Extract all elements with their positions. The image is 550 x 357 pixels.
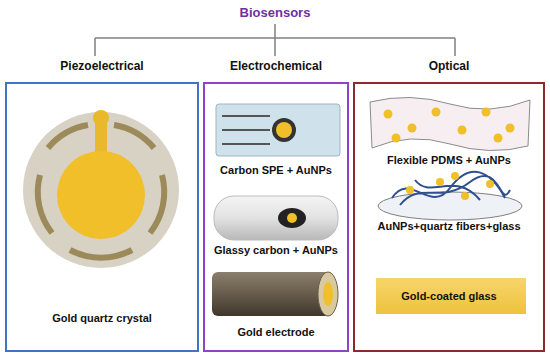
diagram-title: Biosensors (0, 5, 550, 20)
carbon-spe (216, 104, 340, 156)
sensor-label: Gold-coated glass (357, 290, 541, 303)
gold-electrode (212, 272, 338, 316)
category-bracket (95, 24, 455, 56)
glassy-carbon-electrode (214, 196, 338, 240)
sensor-label: AuNPs+quartz fibers+glass (357, 220, 541, 233)
sensor-label: Flexible PDMS + AuNPs (357, 154, 541, 167)
category-heading: Piezoelectrical (9, 60, 195, 74)
category-box: ElectrochemicalCarbon SPE + AuNPsGlassy … (203, 82, 349, 352)
sensor-label: Carbon SPE + AuNPs (207, 164, 345, 177)
category-box: PiezoelectricalGold quartz crystal (5, 82, 199, 352)
sensor-label: Gold quartz crystal (9, 312, 195, 325)
sensor-label: Gold electrode (207, 326, 345, 339)
sensor-label: Glassy carbon + AuNPs (207, 244, 345, 257)
category-heading: Electrochemical (207, 60, 345, 74)
quartz-crystal (23, 110, 179, 268)
pdms-film (370, 97, 530, 150)
category-heading: Optical (357, 60, 541, 74)
quartz-fiber-glass (378, 172, 522, 220)
category-box: OpticalFlexible PDMS + AuNPsAuNPs+quartz… (353, 82, 545, 352)
